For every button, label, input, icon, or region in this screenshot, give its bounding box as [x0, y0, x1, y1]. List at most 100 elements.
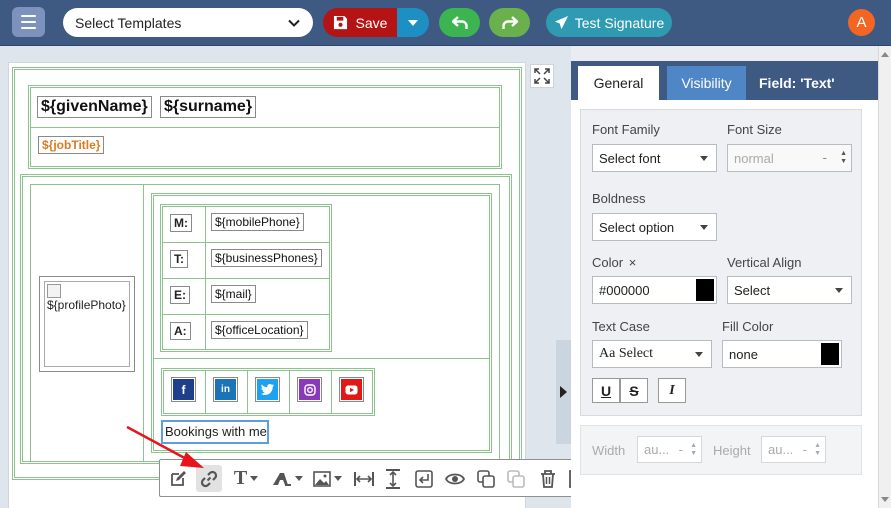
- contact-label-phone[interactable]: T:: [170, 250, 188, 268]
- test-signature-button[interactable]: Test Signature: [546, 8, 672, 37]
- youtube-link[interactable]: [339, 377, 364, 402]
- save-button[interactable]: Save: [323, 8, 397, 37]
- color-input[interactable]: #000000: [592, 276, 717, 304]
- linkedin-link[interactable]: in: [213, 377, 238, 402]
- fullscreen-icon: [534, 68, 550, 84]
- mobile-phone-field[interactable]: ${mobilePhone}: [211, 213, 304, 231]
- fill-color-label: Fill Color: [722, 319, 774, 334]
- office-location-field[interactable]: ${officeLocation}: [211, 321, 308, 339]
- link-button[interactable]: [196, 465, 222, 492]
- image-icon: [312, 470, 331, 487]
- test-signature-label: Test Signature: [574, 14, 665, 31]
- boldness-label: Boldness: [592, 191, 646, 206]
- tab-general[interactable]: General: [578, 66, 659, 100]
- line-break-button[interactable]: [412, 465, 436, 492]
- spinner-icon[interactable]: ▲▼: [840, 150, 847, 165]
- preview-button[interactable]: [442, 465, 468, 492]
- font-size-input[interactable]: normal - ▲▼: [727, 144, 852, 172]
- facebook-link[interactable]: f: [171, 377, 196, 402]
- user-avatar[interactable]: A: [848, 9, 875, 36]
- edit-button[interactable]: [166, 465, 190, 492]
- caret-right-icon: [560, 386, 567, 398]
- collapse-panel-toggle[interactable]: [556, 340, 571, 444]
- given-name-field[interactable]: ${givenName}: [37, 96, 152, 118]
- scroll-down-icon[interactable]: [881, 497, 889, 502]
- height-input[interactable]: au... - ▲▼: [761, 436, 826, 463]
- template-select-value: Select Templates: [75, 14, 182, 31]
- image-button[interactable]: [310, 465, 344, 492]
- text-icon: T: [233, 467, 248, 489]
- text-case-select[interactable]: Aa Select: [592, 340, 712, 368]
- fit-width-button[interactable]: [352, 465, 376, 492]
- undo-button[interactable]: [439, 8, 480, 37]
- tab-visibility[interactable]: Visibility: [667, 66, 746, 100]
- paste-button[interactable]: [504, 465, 528, 492]
- strikethrough-button[interactable]: S: [620, 378, 648, 403]
- copy-icon: [477, 469, 495, 488]
- text-case-label: Text Case: [592, 319, 650, 334]
- send-icon: [554, 15, 568, 30]
- surname-field[interactable]: ${surname}: [160, 96, 257, 118]
- contacts-block[interactable]: [151, 193, 492, 453]
- link-icon: [200, 470, 218, 487]
- save-label: Save: [355, 14, 388, 31]
- height-label: Height: [713, 443, 751, 458]
- contact-label-email[interactable]: E:: [170, 286, 190, 304]
- fit-width-icon: [354, 471, 374, 486]
- undo-icon: [451, 15, 468, 29]
- job-title-field[interactable]: ${jobTitle}: [38, 136, 105, 154]
- profile-photo-field[interactable]: ${profilePhoto}: [39, 276, 135, 372]
- width-label: Width: [592, 443, 626, 458]
- width-input[interactable]: au... - ▲▼: [637, 436, 702, 463]
- expand-canvas-button[interactable]: [530, 64, 554, 88]
- bookings-text-field[interactable]: Bookings with me: [161, 420, 269, 444]
- vertical-scrollbar[interactable]: [878, 46, 891, 508]
- font-family-label: Font Family: [592, 122, 660, 137]
- twitter-link[interactable]: [255, 377, 280, 402]
- contact-label-mobile[interactable]: M:: [170, 214, 192, 232]
- header-block[interactable]: [28, 85, 502, 169]
- menu-icon: [21, 15, 36, 17]
- fill-color-swatch[interactable]: [821, 343, 839, 365]
- text-style-button[interactable]: T: [230, 465, 262, 492]
- field-type-label: Field: 'Text': [759, 75, 835, 91]
- caret-down-icon: [835, 288, 843, 293]
- italic-button[interactable]: I: [658, 378, 686, 403]
- general-properties: Font Family Select font Font Size normal…: [580, 109, 862, 416]
- fit-height-button[interactable]: [382, 465, 404, 492]
- save-options-button[interactable]: [397, 8, 429, 37]
- mail-field[interactable]: ${mail}: [211, 285, 256, 303]
- contacts-table: [160, 204, 332, 352]
- color-swatch[interactable]: [696, 279, 714, 301]
- dimensions-section: Width au... - ▲▼ Height au... - ▲▼: [580, 425, 862, 475]
- instagram-icon: [299, 379, 320, 400]
- twitter-icon: [257, 379, 278, 400]
- spinner-icon[interactable]: ▲▼: [690, 442, 697, 457]
- caret-down-icon: [408, 19, 418, 26]
- scroll-up-icon[interactable]: [881, 52, 889, 57]
- properties-panel: General Visibility Field: 'Text' Font Fa…: [571, 61, 878, 508]
- font-color-button[interactable]: [270, 465, 304, 492]
- font-color-icon: [272, 472, 291, 486]
- copy-button[interactable]: [474, 465, 498, 492]
- delete-button[interactable]: [536, 465, 560, 492]
- vertical-align-select[interactable]: Select: [727, 276, 852, 304]
- divider: [143, 184, 144, 462]
- business-phones-field[interactable]: ${businessPhones}: [211, 249, 322, 267]
- menu-button[interactable]: [12, 7, 45, 37]
- floppy-icon: [333, 15, 347, 30]
- underline-button[interactable]: U: [592, 378, 620, 403]
- boldness-select[interactable]: Select option: [592, 213, 717, 241]
- caret-down-icon: [700, 156, 708, 161]
- spinner-icon[interactable]: ▲▼: [814, 442, 821, 457]
- font-family-select[interactable]: Select font: [592, 144, 717, 172]
- fill-color-input[interactable]: none: [722, 340, 842, 368]
- instagram-link[interactable]: [297, 377, 322, 402]
- profile-photo-label: ${profilePhoto}: [47, 298, 126, 312]
- redo-button[interactable]: [489, 8, 530, 37]
- contact-label-address[interactable]: A:: [170, 322, 191, 340]
- template-select[interactable]: Select Templates: [63, 8, 313, 37]
- fit-height-icon: [386, 468, 400, 489]
- redo-icon: [501, 15, 518, 29]
- clear-color-icon[interactable]: ×: [628, 255, 637, 270]
